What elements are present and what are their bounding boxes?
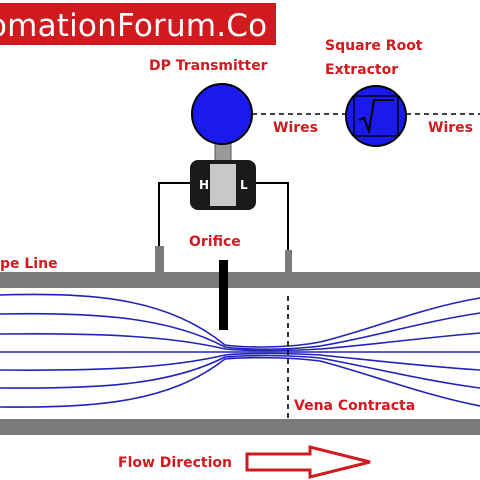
sqrt-display xyxy=(353,95,399,137)
transmitter-center xyxy=(210,164,236,206)
square-root-extractor xyxy=(345,85,407,147)
pipe-line-label: pe Line xyxy=(0,256,58,272)
pipe-top-wall xyxy=(0,272,480,288)
streamline xyxy=(0,312,480,350)
low-impulse-line xyxy=(254,182,289,250)
flow-arrow-icon xyxy=(245,445,371,479)
streamline xyxy=(0,356,480,408)
streamline xyxy=(0,332,480,352)
flow-direction-label: Flow Direction xyxy=(118,455,232,471)
brand-banner: omationForum.Co xyxy=(0,3,276,45)
dp-transmitter-label: DP Transmitter xyxy=(149,58,268,74)
orifice-plate xyxy=(219,260,228,330)
streamline xyxy=(0,293,480,348)
square-root-label-line2: Extractor xyxy=(325,62,399,78)
high-pressure-tap xyxy=(155,246,164,272)
wires-label-left: Wires xyxy=(273,120,318,136)
streamline xyxy=(0,354,480,389)
pipe-bottom-wall xyxy=(0,419,480,435)
high-port-label: H xyxy=(199,178,210,192)
square-root-label-line1: Square Root xyxy=(325,38,423,54)
dp-transmitter-head xyxy=(191,83,253,145)
brand-text: omationForum.Co xyxy=(0,8,268,44)
wires-label-right: Wires xyxy=(428,120,473,136)
low-port-label: L xyxy=(240,178,248,192)
streamline xyxy=(0,352,480,371)
low-pressure-tap xyxy=(285,250,292,272)
high-impulse-line xyxy=(158,182,193,246)
flow-streamlines xyxy=(0,293,480,408)
vena-contracta-label: Vena Contracta xyxy=(294,398,416,414)
orifice-label: Orifice xyxy=(189,234,241,250)
sqrt-symbol-icon xyxy=(358,99,394,135)
